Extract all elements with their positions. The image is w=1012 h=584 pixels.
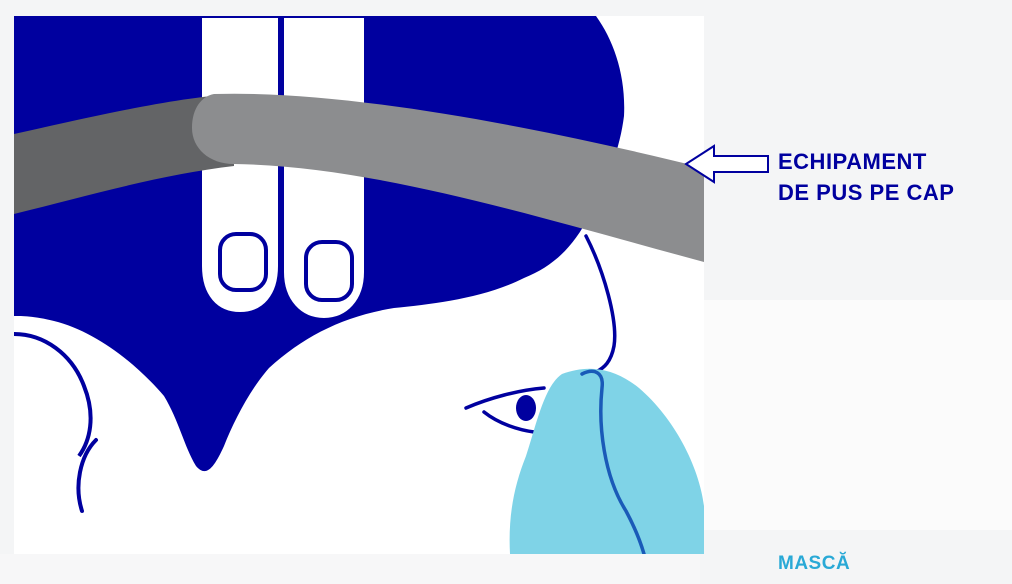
cpap-illustration: [14, 16, 704, 554]
headgear-label-line2: DE PUS PE CAP: [778, 180, 955, 205]
fingernail-right: [304, 240, 354, 302]
fingernail-left: [218, 232, 268, 292]
headgear-label: ECHIPAMENT DE PUS PE CAP: [778, 146, 954, 208]
eye-upper-lid: [464, 386, 546, 410]
headgear-label-line1: ECHIPAMENT: [778, 149, 927, 174]
background-panel-right: [704, 300, 1012, 530]
eye-lower-lid: [482, 410, 536, 434]
background-panel-bottom: [0, 554, 700, 584]
nasal-mask-outline: [580, 369, 646, 554]
eye-pupil: [516, 395, 536, 421]
left-arrow-outline-icon: [684, 144, 769, 184]
ear-shape: [14, 332, 93, 458]
headgear-strap-dark: [14, 94, 234, 214]
ear-detail: [76, 438, 98, 513]
nose-outline: [584, 234, 617, 374]
mask-label: MASCĂ: [778, 553, 851, 574]
headgear-strap: [192, 93, 704, 262]
